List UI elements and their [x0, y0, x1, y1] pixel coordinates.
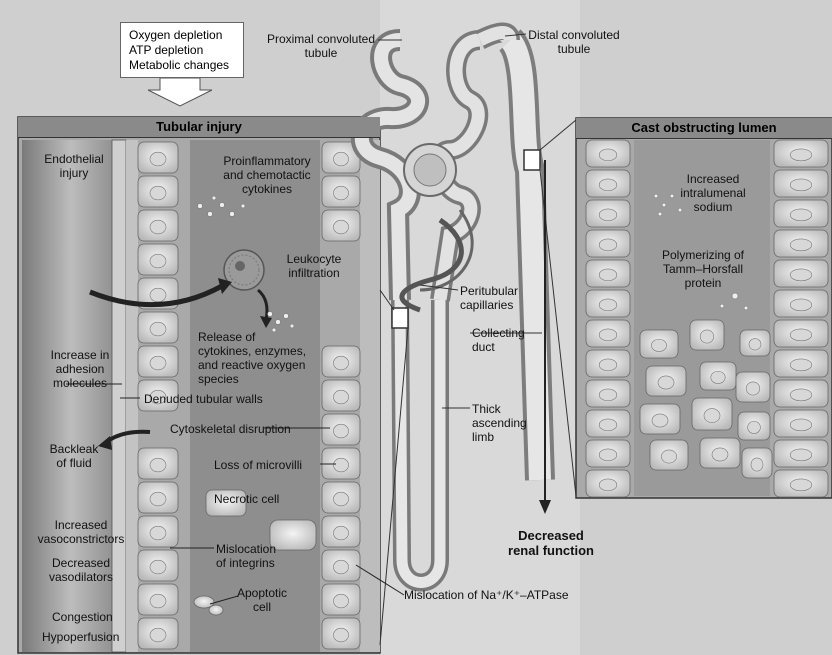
label-necrotic-cell: Necrotic cell	[214, 492, 279, 506]
cell-nucleus	[790, 299, 812, 311]
label-denuded-walls: Denuded tubular walls	[144, 392, 263, 406]
cell-nucleus	[790, 479, 812, 491]
left-panel-title: Tubular injury	[18, 117, 380, 138]
cell-nucleus	[333, 152, 348, 166]
label-cytokines: Proinflammatoryand chemotacticcytokines	[212, 154, 322, 196]
stimulus-line: Metabolic changes	[129, 58, 235, 73]
cell-nucleus	[599, 479, 617, 491]
cell-nucleus	[150, 492, 166, 506]
cell-nucleus	[150, 628, 166, 642]
cell-nucleus	[790, 239, 812, 251]
cell-nucleus	[790, 419, 812, 431]
cell-nucleus	[712, 448, 728, 461]
cell-nucleus	[333, 560, 348, 574]
label-cytoskeletal-disruption: Cytoskeletal disruption	[170, 422, 291, 436]
cell-nucleus	[599, 359, 617, 371]
cell-nucleus	[333, 594, 348, 608]
cell-nucleus	[150, 560, 166, 574]
cell-nucleus	[658, 376, 674, 389]
cell-nucleus	[333, 458, 348, 472]
cell-nucleus	[790, 149, 812, 161]
cell-nucleus	[150, 186, 166, 200]
cell-nucleus	[790, 449, 812, 461]
cell-nucleus	[599, 239, 617, 251]
callout-box-collecting	[524, 150, 540, 170]
cell-nucleus	[700, 330, 714, 343]
cell-nucleus	[599, 149, 617, 161]
label-collecting-duct: Collectingduct	[472, 326, 525, 354]
cell-nucleus	[150, 322, 166, 336]
cell-nucleus	[333, 220, 348, 234]
cell-nucleus	[599, 269, 617, 281]
callout-box-proximal	[392, 308, 408, 328]
cell-nucleus	[333, 628, 348, 642]
right-panel-title: Cast obstructing lumen	[576, 118, 832, 139]
cell-nucleus	[790, 179, 812, 191]
cell-nucleus	[751, 458, 763, 471]
cell-nucleus	[333, 356, 348, 370]
cell-nucleus	[749, 339, 761, 350]
cell-nucleus	[150, 356, 166, 370]
cell-nucleus	[599, 179, 617, 191]
right-interstitium	[360, 140, 380, 652]
cell-nucleus	[651, 339, 666, 351]
cell-nucleus	[599, 329, 617, 341]
cell-nucleus	[333, 492, 348, 506]
cell-nucleus	[333, 424, 348, 438]
label-hypoperfusion: Hypoperfusion	[42, 630, 119, 644]
stimulus-line: Oxygen depletion	[129, 28, 235, 43]
cell-nucleus	[150, 254, 166, 268]
cell-nucleus	[150, 152, 166, 166]
cell-nucleus	[599, 449, 617, 461]
cell-nucleus	[704, 409, 720, 423]
cell-nucleus	[333, 186, 348, 200]
cell-nucleus	[790, 329, 812, 341]
cell-nucleus	[790, 389, 812, 401]
cell-nucleus	[746, 382, 760, 395]
cell-nucleus	[711, 371, 725, 383]
cell-nucleus	[599, 209, 617, 221]
label-congestion: Congestion	[52, 610, 113, 624]
label-endothelial-injury: Endothelialinjury	[38, 152, 110, 180]
cell-nucleus	[150, 220, 166, 234]
stimulus-box: Oxygen depletion ATP depletion Metabolic…	[120, 22, 244, 78]
label-decreased-renal-function: Decreasedrenal function	[496, 528, 606, 558]
cell-nucleus	[333, 390, 348, 404]
cell-nucleus	[661, 450, 676, 463]
cell-nucleus	[790, 269, 812, 281]
cell-nucleus	[748, 421, 761, 433]
cell-nucleus	[790, 209, 812, 221]
cell-nucleus	[150, 458, 166, 472]
label-loss-of-microvilli: Loss of microvilli	[214, 458, 302, 472]
stimulus-line: ATP depletion	[129, 43, 235, 58]
interstitium	[126, 140, 138, 652]
cell-nucleus	[790, 359, 812, 371]
cell-nucleus	[150, 288, 166, 302]
cell-nucleus	[599, 389, 617, 401]
cell-nucleus	[652, 414, 668, 427]
cell-nucleus	[599, 419, 617, 431]
cell-nucleus	[150, 526, 166, 540]
cell-nucleus	[150, 594, 166, 608]
cell-nucleus	[599, 299, 617, 311]
cell-nucleus	[333, 526, 348, 540]
label-atpase: Mislocation of Na⁺/K⁺–ATPase	[404, 588, 569, 602]
right-epithelium-cells	[322, 142, 360, 649]
